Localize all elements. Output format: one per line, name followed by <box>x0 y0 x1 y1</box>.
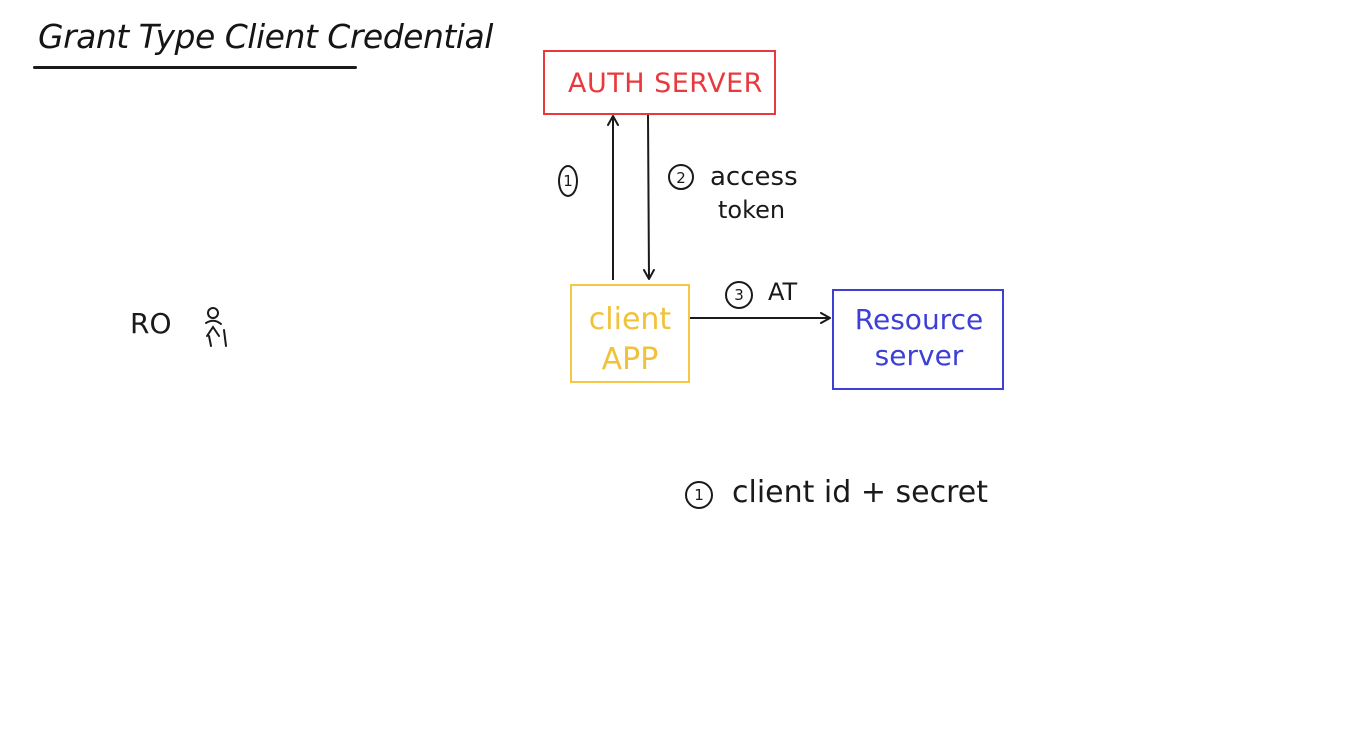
auth-server-label: AUTH SERVER <box>568 68 763 99</box>
resource-server-box <box>832 289 1004 390</box>
client-app-box <box>570 284 690 383</box>
note-text: client id + secret <box>732 475 988 510</box>
title-underline <box>33 66 357 69</box>
note-step-marker: 1 <box>685 481 713 509</box>
step-1-marker: 1 <box>558 165 578 197</box>
step-3-label: AT <box>768 278 798 306</box>
arrow-auth-to-client <box>642 114 655 280</box>
step-3-marker: 3 <box>725 281 753 309</box>
resource-server-label: Resource server <box>854 303 984 372</box>
resource-owner-label: RO <box>130 307 172 340</box>
step-2-label-line2: token <box>718 196 786 224</box>
step-2-marker: 2 <box>668 164 694 190</box>
person-icon <box>205 307 227 347</box>
auth-server-box <box>543 50 776 115</box>
step-2-label-line1: access <box>710 162 798 192</box>
client-app-label: client APP <box>588 302 672 377</box>
page-title: Grant Type Client Credential <box>38 17 493 56</box>
